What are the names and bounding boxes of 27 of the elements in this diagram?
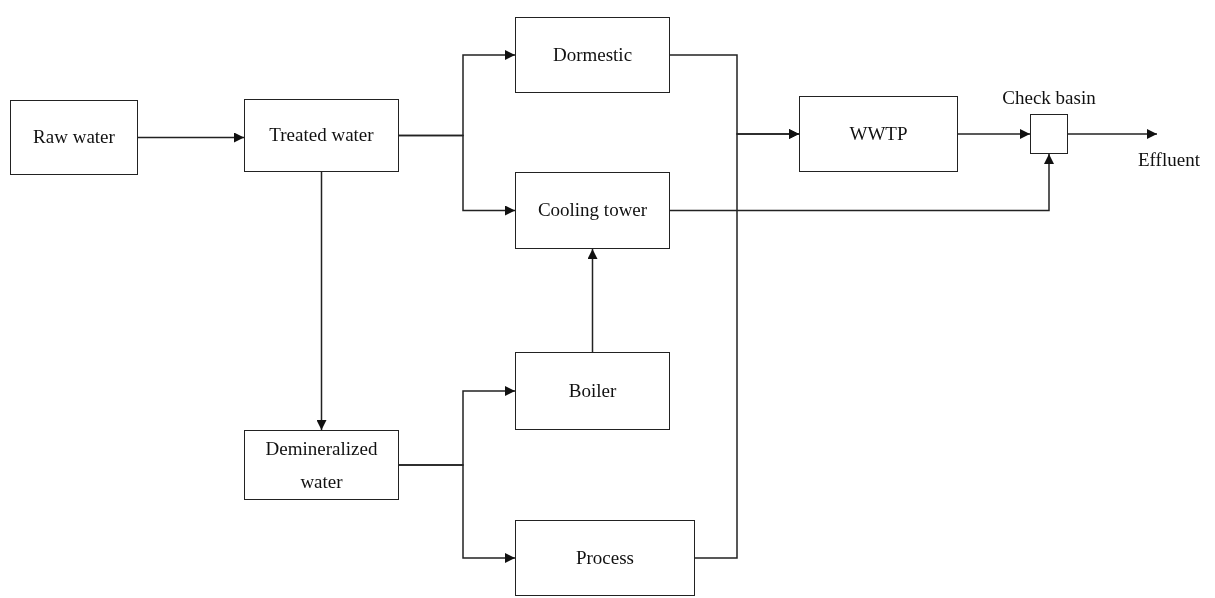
- node-label: Boiler: [568, 379, 617, 403]
- node-heading: Check basin: [1002, 87, 1096, 109]
- process-box: [799, 96, 958, 172]
- node-label: WWTP: [849, 122, 908, 146]
- node-label: Treated water: [269, 124, 374, 147]
- process-box: [515, 352, 670, 430]
- process-box: [515, 172, 670, 249]
- arrow: [1067, 129, 1158, 139]
- arrow: [694, 129, 800, 559]
- node-label: Raw water: [33, 126, 115, 149]
- node-label: Cooling tower: [537, 199, 648, 222]
- process-box: [515, 520, 695, 596]
- arrow: [137, 132, 245, 143]
- arrow: [957, 129, 1031, 139]
- arrow: [587, 248, 598, 353]
- arrow: [316, 171, 327, 431]
- node-label: Dormestic: [552, 43, 633, 67]
- process-box: [10, 100, 138, 175]
- node-label: Process: [575, 546, 635, 570]
- arrow: [398, 134, 516, 216]
- output-label: Effluent: [1138, 149, 1200, 172]
- process-box: [244, 99, 399, 172]
- node-label: Demineralized water: [264, 436, 379, 494]
- process-box: [244, 430, 399, 500]
- process-box: [515, 17, 670, 93]
- arrow: [669, 153, 1054, 212]
- arrow: [398, 464, 516, 563]
